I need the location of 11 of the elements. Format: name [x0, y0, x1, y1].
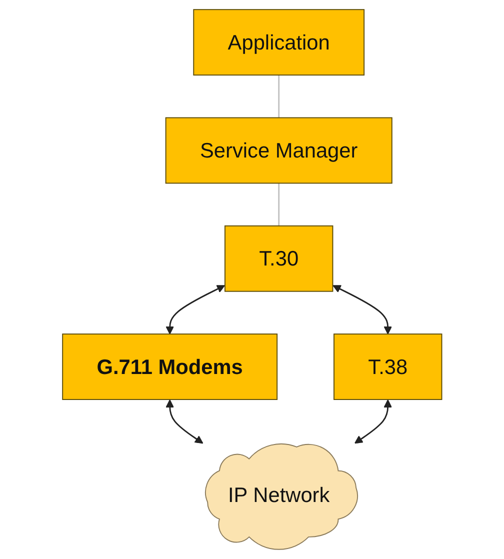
node-box: Service Manager	[165, 117, 392, 184]
arrow	[165, 285, 225, 334]
node-box: T.38	[333, 334, 442, 400]
connector	[278, 75, 280, 118]
arrow	[165, 400, 204, 444]
arrow	[354, 400, 392, 444]
arrow	[332, 285, 392, 334]
node-box: G.711 Modems	[62, 334, 278, 400]
node-box: T.30	[224, 225, 334, 292]
node-box: Application	[193, 9, 364, 76]
connector	[278, 183, 280, 226]
